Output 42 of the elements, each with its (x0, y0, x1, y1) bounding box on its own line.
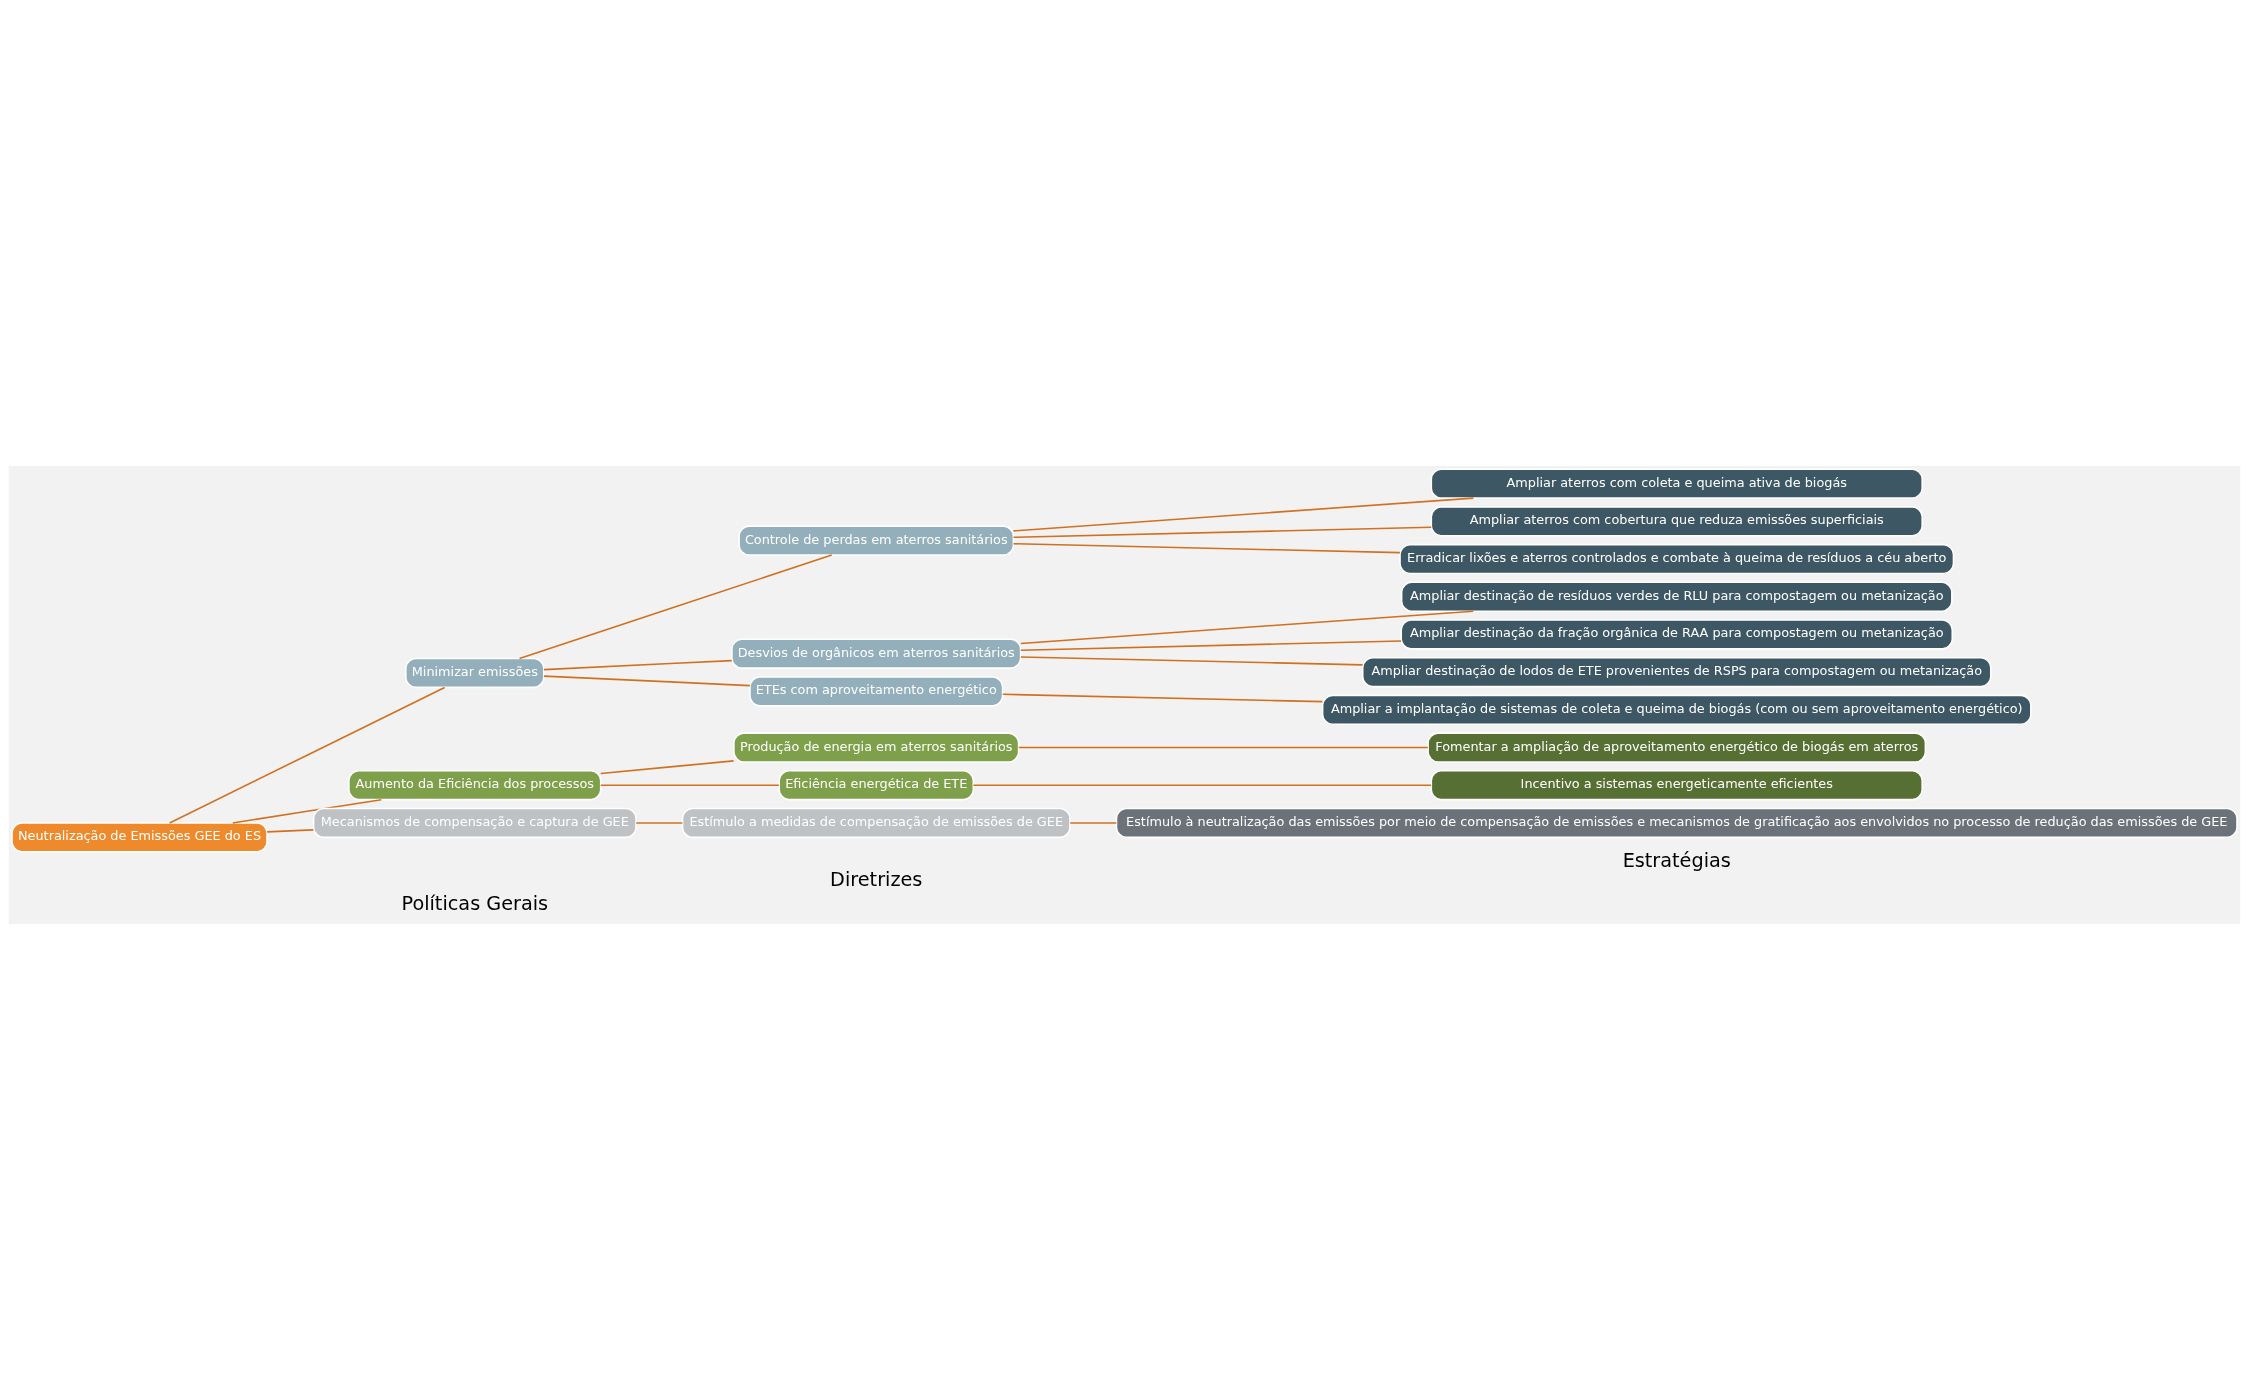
connector (518, 554, 833, 660)
node-box: Produção de energia em aterros sanitários (733, 732, 1020, 763)
connector (1020, 656, 1364, 666)
node-box: Ampliar destinação de resíduos verdes de RLU para compostagem ou metanização (1400, 581, 1953, 612)
connector (1017, 746, 1429, 749)
connector (1012, 526, 1433, 539)
connector (1012, 497, 1475, 532)
connector (1069, 822, 1118, 824)
connector (599, 784, 780, 787)
connector (635, 822, 684, 824)
connector (1020, 640, 1402, 652)
node-box: Eficiência energética de ETE (778, 770, 975, 801)
connector (1020, 610, 1475, 645)
connector (266, 829, 315, 833)
node-box: Mecanismos de compensação e captura de GEE (312, 807, 637, 839)
connector (543, 675, 751, 687)
node-box: Aumento da Eficiência dos processos (348, 770, 602, 801)
node-box: Neutralização de Emissões GEE do ES (11, 822, 268, 853)
connector (1012, 542, 1401, 554)
node-box: Minimizar emissões (405, 657, 545, 689)
node-box: Controle de perdas em aterros sanitários (738, 525, 1015, 556)
node-box: Incentivo a sistemas energeticamente eficientes (1430, 770, 1923, 801)
label: Políticas Gerais (401, 891, 549, 915)
connector (232, 798, 383, 824)
node-box: Ampliar aterros com cobertura que reduza emissões superficiais (1430, 506, 1923, 537)
connector (1001, 693, 1324, 703)
node-box: Ampliar destinação da fração orgânica de RAA para compostagem ou metanização (1400, 619, 1954, 650)
node-box: Ampliar destinação de lodos de ETE provenientes de RSPS para compostagem ou metanização (1361, 656, 1992, 688)
node-box: Desvios de orgânicos em aterros sanitários (731, 638, 1022, 669)
connector (168, 686, 446, 824)
node-box: ETEs com aproveitamento energético (749, 676, 1004, 707)
node-box: Ampliar a implantação de sistemas de coleta e queima de biogás (com ou sem aproveitamento energético) (1321, 694, 2032, 726)
node-box: Ampliar aterros com coleta e queima ativa de biogás (1430, 468, 1923, 499)
connector (972, 784, 1432, 787)
node-box: Estímulo à neutralização das emissões por meio de compensação de emissões e mecanismos de gratificação aos envolvidos no processo de redução das emissões de GEE (1115, 807, 2238, 839)
node-box: Estímulo a medidas de compensação de emissões de GEE (681, 807, 1071, 839)
connector (543, 659, 733, 671)
node-box: Erradicar lixões e aterros controlados e combate à queima de resíduos a céu aberto (1399, 543, 1955, 575)
label: Diretrizes (830, 867, 923, 891)
connector (599, 760, 735, 775)
node-box: Fomentar a ampliação de aproveitamento energético de biogás em aterros (1427, 732, 1927, 763)
label: Estratégias (1622, 849, 1731, 873)
